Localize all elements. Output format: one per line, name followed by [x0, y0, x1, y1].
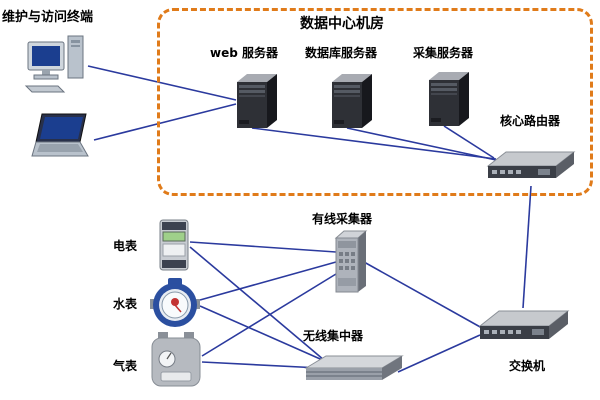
label-collect-server: 采集服务器 — [413, 46, 474, 60]
label-datacenter-title: 数据中心机房 — [300, 16, 384, 32]
datacenter-boundary — [157, 8, 593, 196]
label-web-server: web 服务器 — [210, 46, 278, 60]
switch-icon — [478, 303, 570, 353]
label-switch: 交换机 — [509, 359, 546, 373]
label-core-router: 核心路由器 — [500, 114, 561, 128]
gas-meter-icon — [150, 332, 202, 394]
label-wired-collector: 有线采集器 — [312, 212, 373, 226]
label-terminal: 维护与访问终端 — [2, 10, 94, 25]
db-server-icon — [328, 70, 374, 136]
label-db-server: 数据库服务器 — [305, 46, 378, 60]
wired-collector-icon — [332, 228, 368, 300]
collect-server-icon — [425, 68, 471, 134]
label-wireless-concentrator: 无线集中器 — [303, 329, 364, 343]
desktop-computer-icon — [24, 34, 90, 100]
water-meter-icon — [150, 278, 200, 334]
core-router-icon — [486, 144, 576, 192]
label-gas-meter: 气表 — [113, 359, 138, 373]
web-server-icon — [233, 70, 279, 136]
wireless-concentrator-icon — [304, 350, 404, 396]
laptop-icon — [28, 112, 94, 168]
label-water-meter: 水表 — [113, 297, 138, 311]
label-electric-meter: 电表 — [113, 239, 138, 253]
electric-meter-icon — [158, 218, 190, 276]
